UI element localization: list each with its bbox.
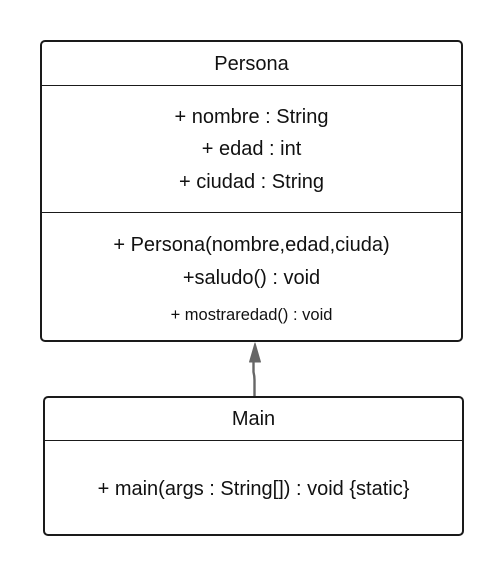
- inheritance-arrowhead-icon: [249, 342, 261, 363]
- method: + Persona(nombre,edad,ciuda): [113, 234, 390, 256]
- connector-line: [252, 362, 256, 396]
- class-name: Main: [231, 408, 276, 430]
- class-main[interactable]: Main + main(args : String[]) : void {sta…: [43, 396, 464, 536]
- attribute: + edad : int: [201, 138, 302, 160]
- compartment-divider: [42, 212, 461, 213]
- methods-compartment: + Persona(nombre,edad,ciuda) +saludo() :…: [42, 213, 461, 342]
- class-persona[interactable]: Persona + nombre : String + edad : int +…: [40, 40, 463, 342]
- class-name-compartment: Main: [45, 398, 462, 440]
- class-name-compartment: Persona: [42, 42, 461, 85]
- method: + mostraredad() : void: [170, 306, 333, 324]
- class-name: Persona: [214, 53, 289, 75]
- method: +saludo() : void: [182, 267, 321, 289]
- attributes-compartment: + nombre : String + edad : int + ciudad …: [42, 86, 461, 212]
- attribute: + nombre : String: [174, 106, 329, 128]
- attribute: + ciudad : String: [178, 171, 325, 193]
- methods-compartment: + main(args : String[]) : void {static}: [45, 441, 462, 536]
- method: + main(args : String[]) : void {static}: [97, 478, 410, 500]
- compartment-divider: [45, 440, 462, 441]
- compartment-divider: [42, 85, 461, 86]
